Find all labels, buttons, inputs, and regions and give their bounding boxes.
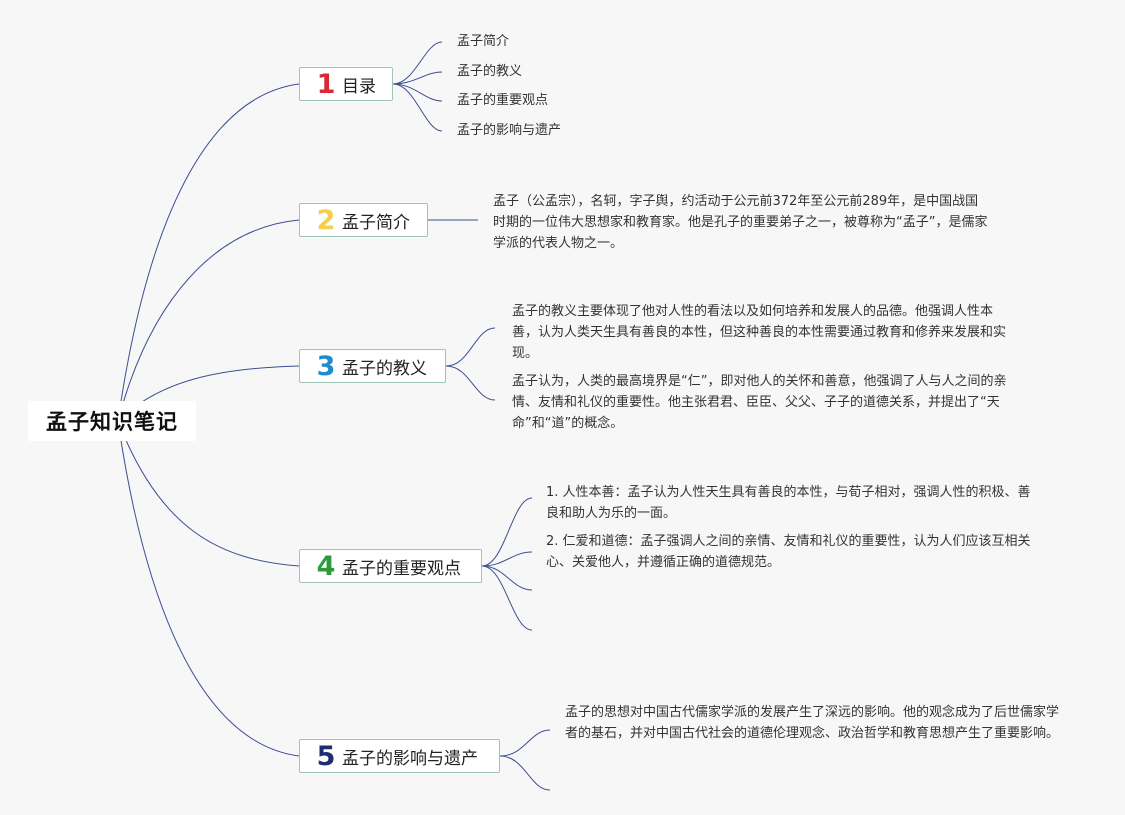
branch-legacy[interactable]: 5 孟子的影响与遗产 [299,739,500,773]
viewpoint-item[interactable]: 2. 仁爱和道德：孟子强调人之间的亲情、友情和礼仪的重要性，认为人们应该互相关心… [546,534,1031,570]
number-5-icon: 5 [316,740,336,772]
toc-item[interactable]: 孟子的教义 [457,64,523,79]
branch-label: 目录 [342,76,376,97]
root-title: 孟子知识笔记 [46,410,178,434]
number-3-icon: 3 [316,350,336,382]
viewpoint-item[interactable]: 1. 人性本善：孟子认为人性天生具有善良的本性，与荀子相对，强调人性的积极、善良… [546,485,1031,521]
toc-item[interactable]: 孟子的重要观点 [457,93,549,108]
branch-label: 孟子的影响与遗产 [342,748,478,769]
teaching-paragraph[interactable]: 孟子的教义主要体现了他对人性的看法以及如何培养和发展人的品德。他强调人性本善，认… [512,304,1007,361]
number-2-icon: 2 [316,204,336,236]
teaching-paragraph[interactable]: 孟子认为，人类的最高境界是“仁”，即对他人的关怀和善意，他强调了人与人之间的亲情… [512,374,1007,431]
branch-viewpoints[interactable]: 4 孟子的重要观点 [299,549,482,583]
toc-item[interactable]: 孟子简介 [457,34,510,49]
intro-text[interactable]: 孟子（公孟宗），名轲，字子舆，约活动于公元前372年至公元前289年，是中国战国… [493,194,988,251]
branch-label: 孟子简介 [342,212,410,233]
branch-label: 孟子的教义 [342,358,427,379]
root-topic[interactable]: 孟子知识笔记 [28,401,196,441]
branch-teachings[interactable]: 3 孟子的教义 [299,349,446,383]
branch-label: 孟子的重要观点 [342,558,461,579]
branch-intro[interactable]: 2 孟子简介 [299,203,428,237]
toc-item[interactable]: 孟子的影响与遗产 [457,123,562,138]
legacy-text[interactable]: 孟子的思想对中国古代儒家学派的发展产生了深远的影响。他的观念成为了后世儒家学者的… [565,705,1060,741]
number-1-icon: 1 [316,68,336,100]
branch-toc[interactable]: 1 目录 [299,67,393,101]
number-4-icon: 4 [316,550,336,582]
